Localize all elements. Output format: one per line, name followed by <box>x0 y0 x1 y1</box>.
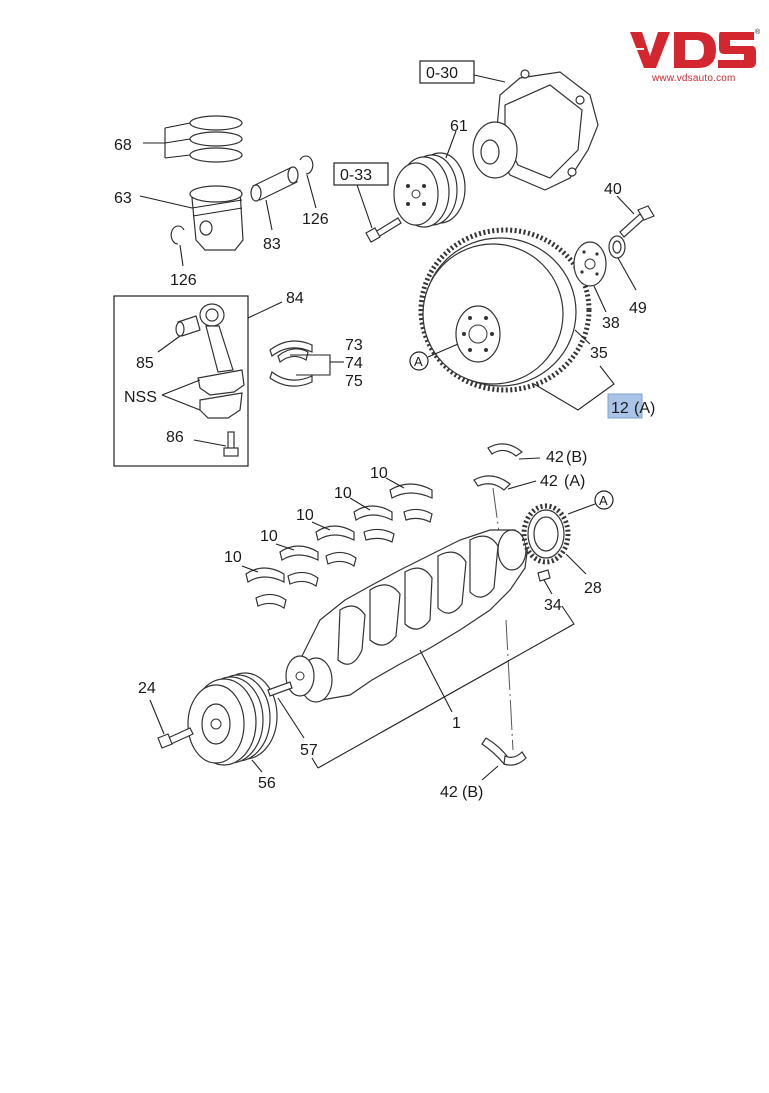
callout-42b-bottom-suffix: (B) <box>462 784 483 801</box>
conrod-box <box>113 295 249 467</box>
callout-0-33-box <box>333 162 389 186</box>
callout-56: 56 <box>258 775 276 792</box>
callout-85: 85 <box>136 355 154 372</box>
piston <box>189 185 244 251</box>
callout-12a-highlight <box>607 393 643 419</box>
callout-34: 34 <box>544 597 562 614</box>
callout-nss: NSS <box>124 389 157 406</box>
callout-0-33: 0-33 <box>340 167 372 184</box>
piston-pin <box>250 166 299 202</box>
callout-57: 57 <box>300 742 318 759</box>
pulley-bolt-24 <box>157 727 194 749</box>
callout-49: 49 <box>629 300 647 317</box>
registered-mark: ® <box>755 28 761 36</box>
crank-key <box>537 569 551 582</box>
callout-24: 24 <box>138 680 156 697</box>
reference-mark-a-flywheel-letter: A <box>414 354 423 369</box>
callout-126-lower: 126 <box>170 272 197 289</box>
reference-mark-a-gear <box>594 490 614 510</box>
flywheel-plate <box>573 241 607 287</box>
callout-42a: 42 <box>540 473 558 490</box>
callout-10-5: 10 <box>224 549 242 566</box>
conrod-bearing-shells <box>269 340 313 387</box>
callout-42b-top: 42 <box>546 449 564 466</box>
callout-1: 1 <box>452 715 461 732</box>
callout-10-4: 10 <box>260 528 278 545</box>
vds-logo: ® <box>630 28 761 68</box>
callout-10-3: 10 <box>296 507 314 524</box>
callout-84: 84 <box>286 290 304 307</box>
callout-0-30: 0-30 <box>426 65 458 82</box>
flywheel <box>418 227 592 393</box>
callout-61: 61 <box>450 118 468 135</box>
piston-rings <box>189 115 243 163</box>
callout-42b-top-suffix: (B) <box>566 449 587 466</box>
pulley-bolt <box>365 217 402 243</box>
callout-12a-suffix: (A) <box>634 400 655 417</box>
fan-pulley <box>393 152 466 228</box>
callout-126-upper: 126 <box>302 211 329 228</box>
crank-pulley <box>187 672 278 766</box>
snap-ring-lower <box>170 225 185 245</box>
callout-42b-bottom: 42 <box>440 784 458 801</box>
callout-10-1: 10 <box>370 465 388 482</box>
reference-mark-a-gear-letter: A <box>599 493 608 508</box>
callout-38: 38 <box>602 315 620 332</box>
pilot-bearing <box>608 235 626 259</box>
callout-73: 73 <box>345 337 363 354</box>
callout-0-30-box <box>419 60 475 84</box>
callout-63: 63 <box>114 190 132 207</box>
dowel-pin <box>267 681 293 697</box>
callout-28: 28 <box>584 580 602 597</box>
callout-86: 86 <box>166 429 184 446</box>
thrust-washer-lower <box>481 737 527 766</box>
callout-12a: 12 <box>611 400 629 417</box>
connecting-rod <box>197 303 245 419</box>
crank-timing-gear <box>521 503 571 565</box>
callout-83: 83 <box>263 236 281 253</box>
snap-ring-upper <box>299 155 314 175</box>
callout-68: 68 <box>114 137 132 154</box>
small-end-bushing <box>175 315 201 337</box>
flywheel-bolt <box>619 205 655 238</box>
callout-74: 74 <box>345 355 363 372</box>
thrust-washer-upper <box>473 443 524 491</box>
reference-mark-a-flywheel <box>409 351 429 371</box>
callout-35: 35 <box>590 345 608 362</box>
water-pump <box>472 69 599 191</box>
callout-42a-suffix: (A) <box>564 473 585 490</box>
callout-75: 75 <box>345 373 363 390</box>
brand-url[interactable]: www.vdsauto.com <box>652 73 736 84</box>
conrod-bolt <box>223 431 239 457</box>
crank-front-hub <box>285 655 315 697</box>
callout-40: 40 <box>604 181 622 198</box>
callout-10-2: 10 <box>334 485 352 502</box>
